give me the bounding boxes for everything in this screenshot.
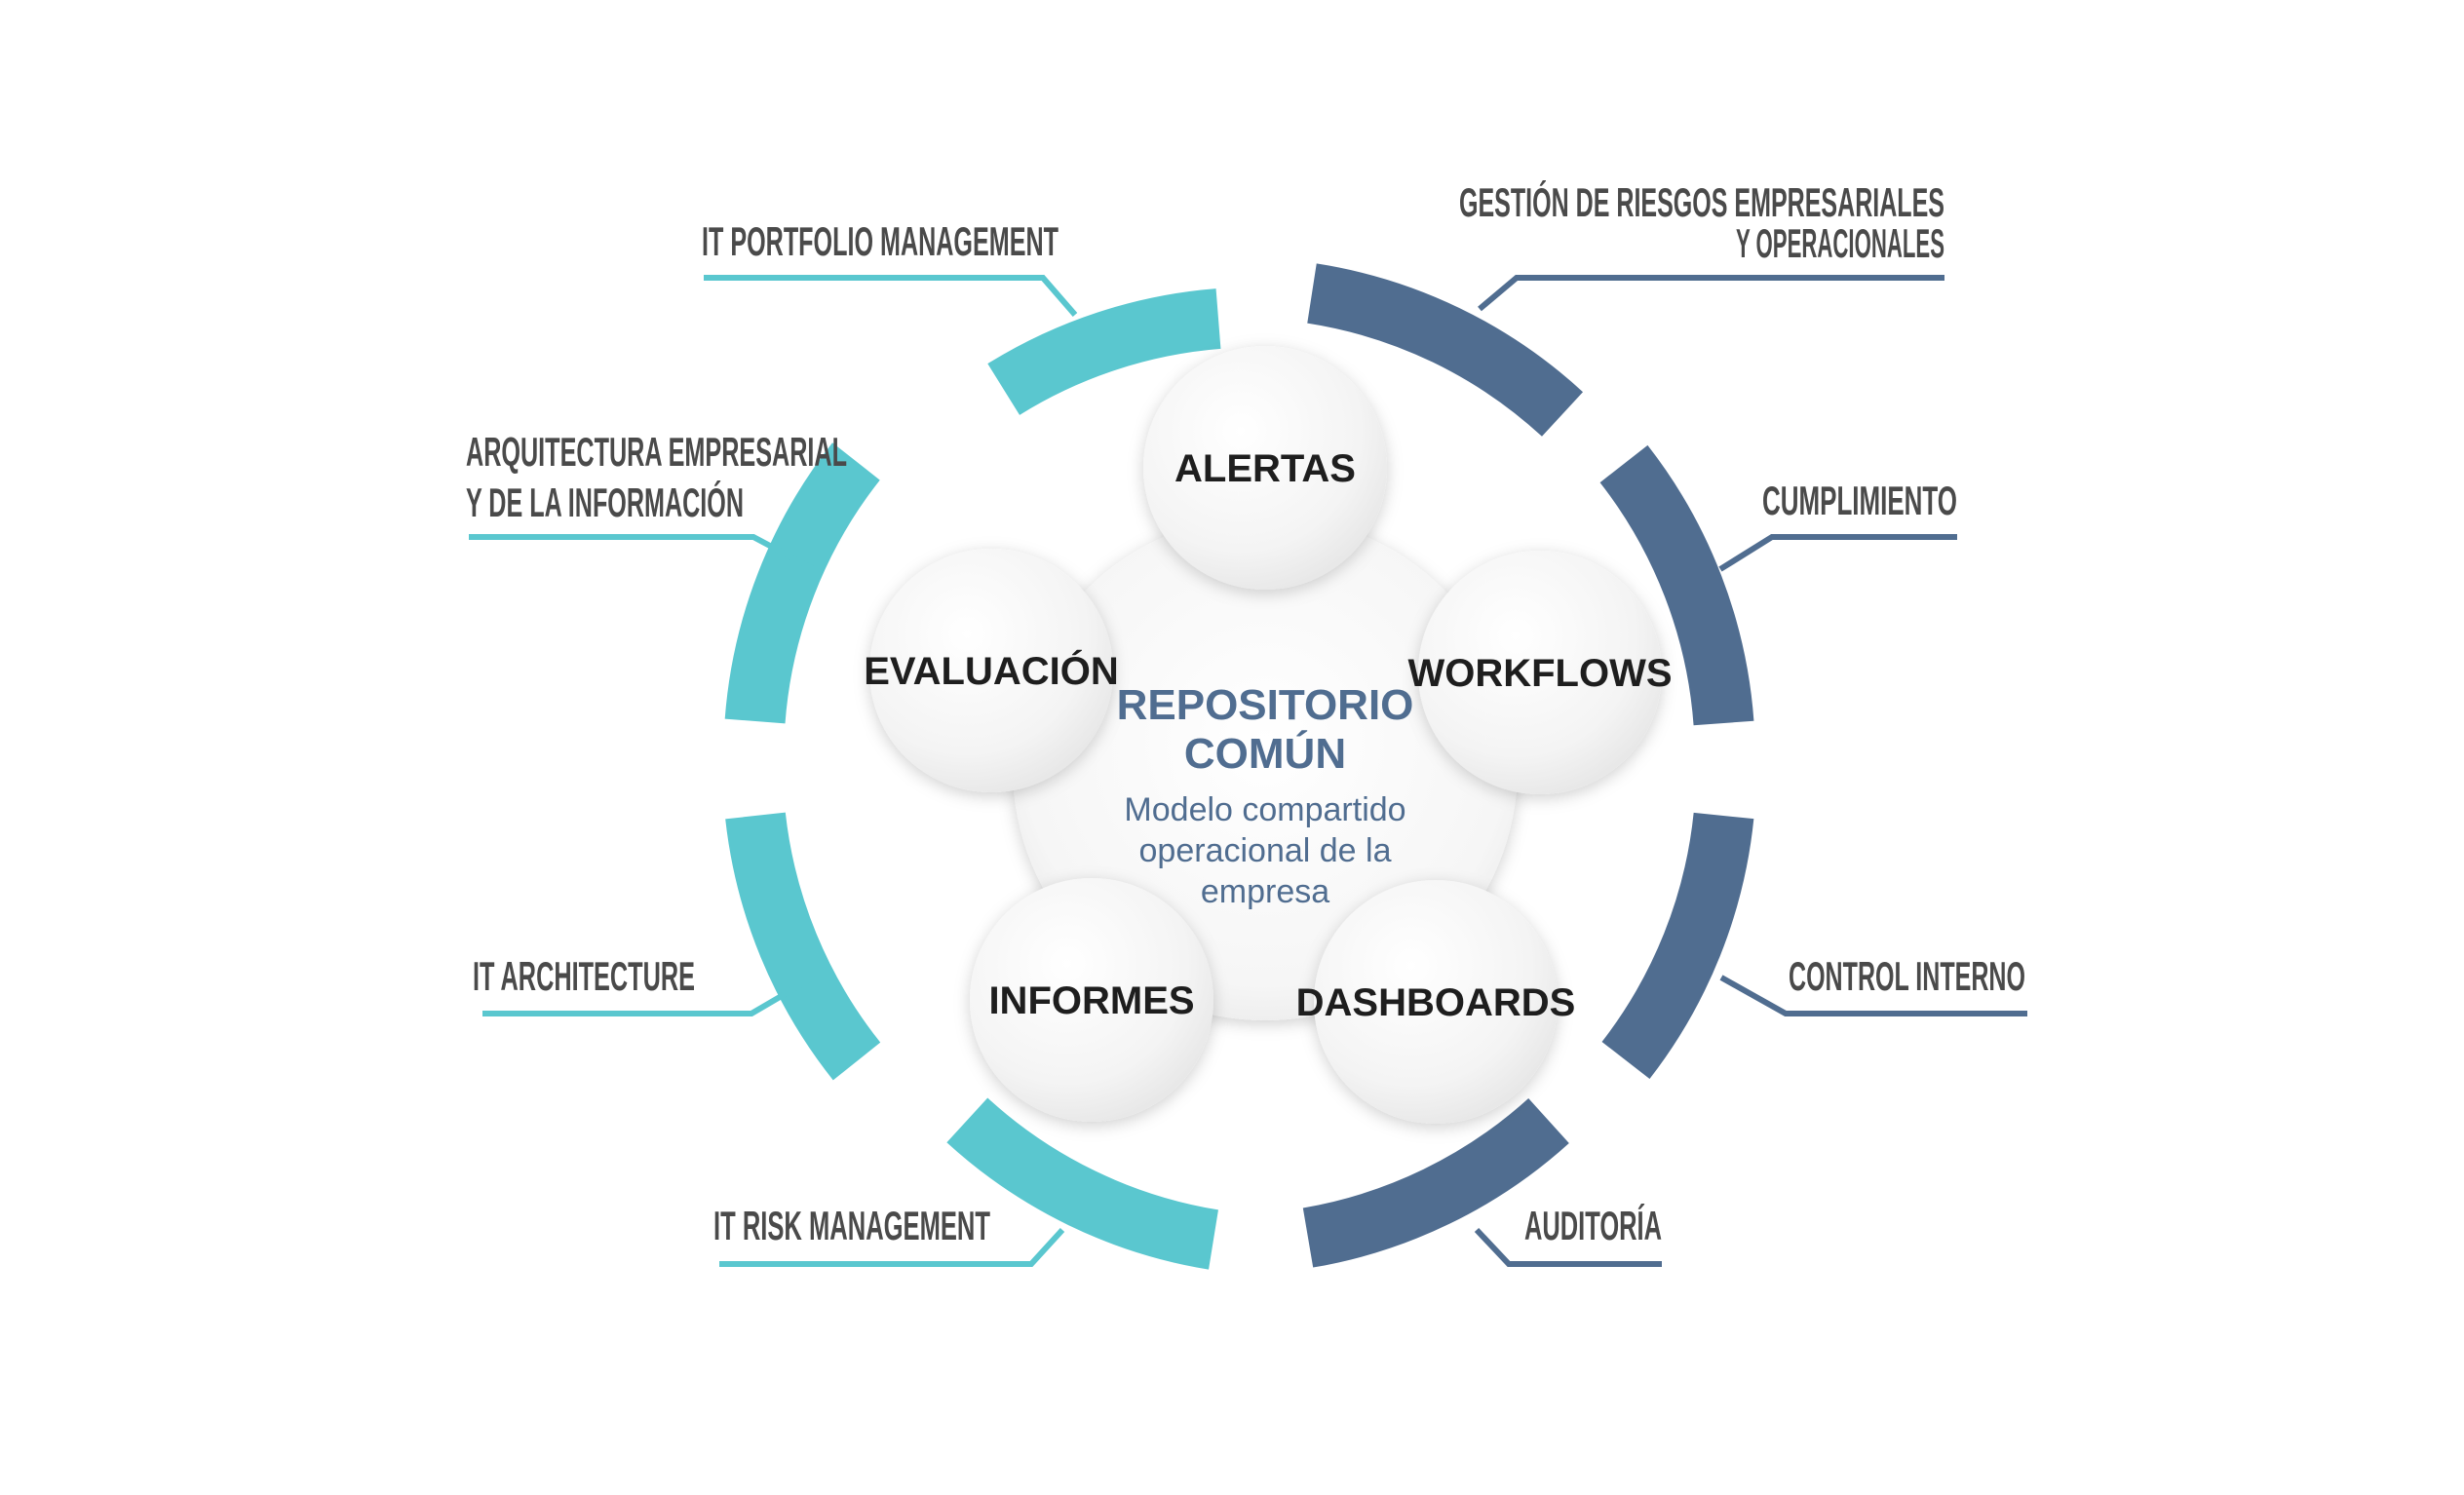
leader-arquitectura xyxy=(469,534,816,572)
node-evaluacion-circle xyxy=(869,549,1113,792)
label-arquitectura-line1: ARQUITECTURA EMPRESARIAL xyxy=(466,429,847,475)
node-dashboards-label: DASHBOARDS xyxy=(1296,981,1576,1024)
label-it-portfolio: IT PORTFOLIO MANAGEMENT xyxy=(702,218,1059,264)
leader-auditoria xyxy=(1474,1227,1662,1267)
label-cumplimiento: CUMPLIMIENTO xyxy=(1762,478,1957,523)
node-dashboards: DASHBOARDS xyxy=(1296,880,1576,1124)
node-informes-label: INFORMES xyxy=(988,979,1194,1022)
center-title-line2: COMÚN xyxy=(1184,729,1346,778)
node-workflows: WORKFLOWS xyxy=(1407,551,1673,794)
arc-it-architecture xyxy=(725,812,881,1081)
leader-lines xyxy=(469,275,2027,1267)
center-text: REPOSITORIO COMÚN Modelo compartido oper… xyxy=(1117,681,1414,910)
node-alertas: ALERTAS xyxy=(1143,346,1387,590)
leader-control xyxy=(1719,975,2027,1016)
arc-arquitectura xyxy=(724,442,880,724)
label-control: CONTROL INTERNO xyxy=(1789,953,2025,999)
label-auditoria: AUDITORÍA xyxy=(1524,1203,1662,1248)
center-subtitle-line3: empresa xyxy=(1201,873,1329,910)
leader-it-risk xyxy=(719,1227,1065,1267)
node-workflows-label: WORKFLOWS xyxy=(1407,652,1672,695)
leader-riesgos xyxy=(1478,275,1944,312)
node-informes-circle xyxy=(970,878,1213,1122)
label-it-architecture: IT ARCHITECTURE xyxy=(473,953,695,999)
leader-it-portfolio xyxy=(704,275,1078,317)
node-evaluacion-label: EVALUACIÓN xyxy=(864,648,1118,693)
outer-ring xyxy=(724,263,1754,1270)
leader-cumplimiento xyxy=(1718,534,1957,572)
node-alertas-circle xyxy=(1143,346,1387,590)
label-arquitectura-line2: Y DE LA INFORMACIÓN xyxy=(466,479,744,525)
arc-it-portfolio xyxy=(987,288,1221,415)
arc-auditoria xyxy=(1302,1097,1569,1268)
arc-riesgos xyxy=(1306,263,1584,437)
leader-it-architecture xyxy=(482,974,817,1016)
center-title-line1: REPOSITORIO xyxy=(1117,681,1414,729)
node-dashboards-circle xyxy=(1314,880,1558,1124)
left-labels: IT PORTFOLIO MANAGEMENT ARQUITECTURA EMP… xyxy=(466,218,1059,1248)
label-riesgos-line1: GESTIÓN DE RIESGOS EMPRESARIALES xyxy=(1459,178,1944,225)
arc-it-risk xyxy=(946,1097,1219,1270)
arc-cumplimiento xyxy=(1599,444,1754,726)
node-workflows-circle xyxy=(1418,551,1662,794)
node-evaluacion: EVALUACIÓN xyxy=(864,549,1119,792)
right-labels: GESTIÓN DE RIESGOS EMPRESARIALES Y OPERA… xyxy=(1459,178,2025,1248)
arc-control xyxy=(1601,812,1754,1080)
node-alertas-label: ALERTAS xyxy=(1174,447,1356,490)
node-informes: INFORMES xyxy=(970,878,1213,1122)
label-riesgos-line2: Y OPERACIONALES xyxy=(1736,220,1944,266)
center-subtitle-line1: Modelo compartido xyxy=(1124,791,1405,828)
center-subtitle-line2: operacional de la xyxy=(1139,832,1392,869)
label-it-risk: IT RISK MANAGEMENT xyxy=(713,1203,990,1248)
